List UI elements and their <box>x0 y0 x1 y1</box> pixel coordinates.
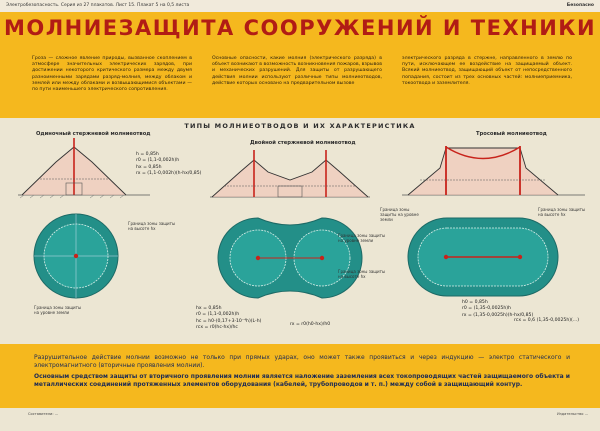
formulas-cable-2: rcx = 0,6 (1,35-0,0025h)(...) <box>514 318 579 324</box>
note-single-zone-top: Граница зоны защиты на высоте hx <box>128 221 176 231</box>
publisher-mark: Безопасно <box>566 3 594 8</box>
formula-line: r0 = (1,1-0,002h)h <box>196 312 240 318</box>
formula-line: r0 = (1,35-0,0025h)h <box>462 306 511 312</box>
formulas-single: h = 0,85h r0 = (1,1-0,002h)h hx = 0,85h … <box>136 152 201 177</box>
footer-credits: Составители: ... <box>28 412 59 416</box>
label-double-rod: Двойной стержневой молниеотвод <box>250 140 356 146</box>
intro-column-3: электрического разряда в стержне, направ… <box>402 56 572 86</box>
note-cable-zone-top: Граница зоны защиты на уровне земли <box>380 207 419 222</box>
bottom-paragraph-2: Основным средством защиты от вторичного … <box>34 372 570 389</box>
footer-publisher: Издательство ... <box>557 412 588 416</box>
single-rod-plan <box>33 213 119 299</box>
formula-line: h0 = 0,85h <box>462 300 488 305</box>
intro-column-2: Основные опасности, какие молния (электр… <box>212 56 382 86</box>
note-single-zone-ground: Граница зоны защиты на уровне земли <box>34 305 82 315</box>
formula-line: rx = (1,1-0,002h)(h-hx/0,85) <box>136 170 202 176</box>
formula-line: h = 0,85h <box>136 152 159 157</box>
intro-column-1: Гроза — сложное явление природы, вызванн… <box>32 56 192 93</box>
section-title: ТИПЫ МОЛНИЕОТВОДОВ И ИХ ХАРАКТЕРИСТИКА <box>184 122 416 130</box>
bottom-paragraph-1: Разрушительное действие молнии возможно … <box>34 354 570 370</box>
formula-line: r0 = (1,1-0,002h)h <box>136 158 180 164</box>
top-banner: МОЛНИЕЗАЩИТА СООРУЖЕНИЙ И ТЕХНИКИ Гроза … <box>0 12 600 118</box>
formula-line: rx = r0(h0-hx)/h0 <box>290 322 331 327</box>
bottom-banner: Разрушительное действие молнии возможно … <box>0 344 600 408</box>
note-double-zone-top: Граница зоны защиты на уровне земли <box>338 233 386 243</box>
note-double-zone-ground: Граница зоны защиты на высоте hx <box>338 269 386 279</box>
note-cable-zone-ground: Граница зоны защиты на высоте hx <box>538 207 586 217</box>
formulas-double-2: rx = r0(h0-hx)/h0 <box>290 322 330 328</box>
single-rod-elevation <box>19 138 127 199</box>
bottom-text: Разрушительное действие молнии возможно … <box>34 354 570 390</box>
hatch-ground-1 <box>19 194 125 199</box>
label-single-rod: Одиночный стержневой молниеотвод <box>36 131 151 137</box>
series-info: Электробезопасность. Серия из 27 плакато… <box>6 3 190 8</box>
formulas-double: hx = 0,85h r0 = (1,1-0,002h)h hc = h0-(0… <box>196 306 261 331</box>
double-rod-elevation <box>211 150 369 198</box>
poster-title: МОЛНИЕЗАЩИТА СООРУЖЕНИЙ И ТЕХНИКИ <box>3 16 597 40</box>
cable-rod-elevation <box>407 146 559 196</box>
formulas-cable: h0 = 0,85h r0 = (1,35-0,0025h)h rx = (1,… <box>462 300 533 319</box>
top-info-bar: Электробезопасность. Серия из 27 плакато… <box>0 0 600 12</box>
formula-line: hx = 0,85h <box>196 306 222 311</box>
formula-line: hc = h0-(0,17+3·10⁻⁴h)(L-h) <box>196 318 262 324</box>
formula-line: rcx = 0,6 (1,35-0,0025h)(...) <box>514 318 579 323</box>
label-cable-rod: Тросовый молниеотвод <box>476 131 547 137</box>
formula-line: rx = (1,35-0,0025h)(h-hx/0,85) <box>462 312 534 318</box>
cable-rod-plan <box>407 217 559 297</box>
formula-line: rcx = r0(hc-hx)/hc <box>196 324 238 330</box>
formula-line: hx = 0,85h <box>136 164 162 170</box>
footer: Составители: ... Издательство ... <box>0 408 600 431</box>
double-rod-plan <box>217 217 363 299</box>
